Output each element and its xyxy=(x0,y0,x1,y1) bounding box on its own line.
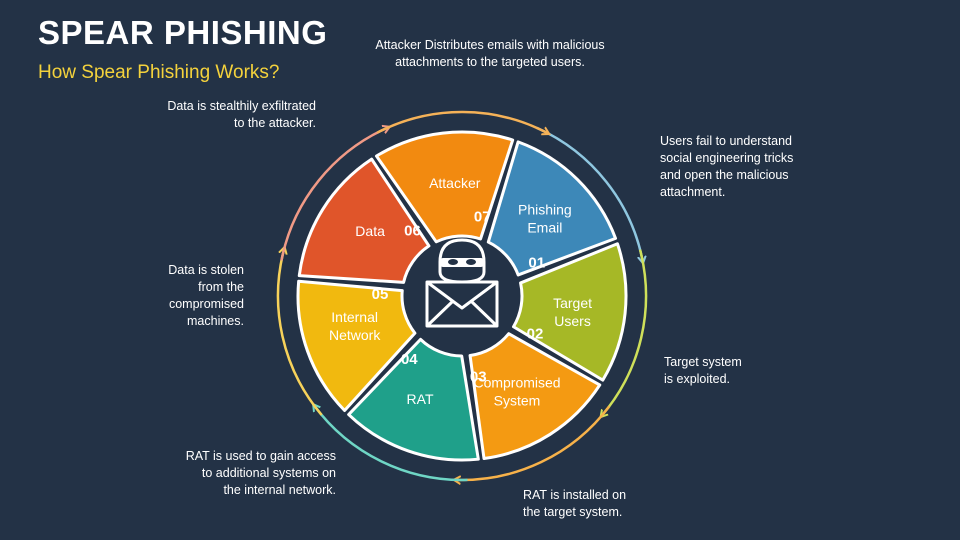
description-line: Users fail to understand xyxy=(660,134,793,148)
page-subtitle: How Spear Phishing Works? xyxy=(38,62,280,83)
description-line: attachment. xyxy=(660,185,726,199)
description-line: social engineering tricks xyxy=(660,151,794,165)
segment-number-04: 04 xyxy=(401,351,418,368)
description-line: and open the malicious xyxy=(660,168,789,182)
arrows-layer xyxy=(276,110,648,482)
segment-02 xyxy=(512,242,628,382)
description-line: machines. xyxy=(187,314,244,328)
segment-07 xyxy=(374,130,515,244)
segment-01 xyxy=(486,140,618,277)
cycle-arrow-05 xyxy=(276,248,323,416)
segment-number-01: 01 xyxy=(528,254,545,271)
description-line: attachments to the targeted users. xyxy=(395,55,585,69)
segment-label-04: RAT xyxy=(407,391,434,407)
step-description-05: Data is stolen from the compromised machine… xyxy=(150,262,244,330)
step-description-04: RAT is used to gain access to additional … xyxy=(176,448,336,499)
description-line: Data is stealthily exfiltrated xyxy=(167,99,316,113)
segment-number-05: 05 xyxy=(372,286,389,303)
description-line: RAT is installed on xyxy=(523,488,627,502)
cycle-arrow-02 xyxy=(601,249,648,417)
segment-06 xyxy=(297,157,431,284)
cycle-arrow-06 xyxy=(280,127,388,261)
segment-05 xyxy=(296,279,417,413)
hacker-envelope-icon xyxy=(425,238,499,328)
cycle-arrow-01 xyxy=(536,126,643,262)
step-description-02: Target system is exploited. xyxy=(664,354,742,388)
step-description-07: Attacker Distributes emails with malicio… xyxy=(330,37,650,71)
cycle-arrow-04 xyxy=(314,405,468,482)
segment-label-06: Data xyxy=(355,223,385,239)
page-title: SPEAR PHISHING xyxy=(38,14,328,51)
description-line: the target system. xyxy=(523,505,623,519)
description-line: is exploited. xyxy=(664,372,731,386)
segment-04 xyxy=(347,337,480,462)
description-line: to additional systems on xyxy=(201,466,336,480)
step-description-06: Data is stealthily exfiltrated to the att… xyxy=(140,98,316,132)
segment-number-03: 03 xyxy=(470,368,487,385)
description-line: the internal network. xyxy=(223,483,336,497)
description-line: Attacker Distributes emails with malicio… xyxy=(375,38,605,52)
description-line: Target system xyxy=(664,355,742,369)
step-description-03: RAT is installed on the target system. xyxy=(523,487,626,521)
cycle-arrow-03 xyxy=(455,405,611,480)
description-line: compromised xyxy=(168,297,244,311)
segment-03 xyxy=(468,332,602,461)
segment-number-06: 06 xyxy=(404,223,421,240)
description-line: Data is stolen xyxy=(168,263,244,277)
segment-number-07: 07 xyxy=(474,209,491,226)
cycle-arrow-07 xyxy=(376,110,548,134)
description-line: to the attacker. xyxy=(234,116,316,130)
segment-number-02: 02 xyxy=(527,325,544,342)
step-description-01: Users fail to understand social engineeri… xyxy=(660,133,793,201)
description-line: RAT is used to gain access xyxy=(185,449,336,463)
description-line: from the xyxy=(198,280,244,294)
segment-label-07: Attacker xyxy=(429,175,481,191)
